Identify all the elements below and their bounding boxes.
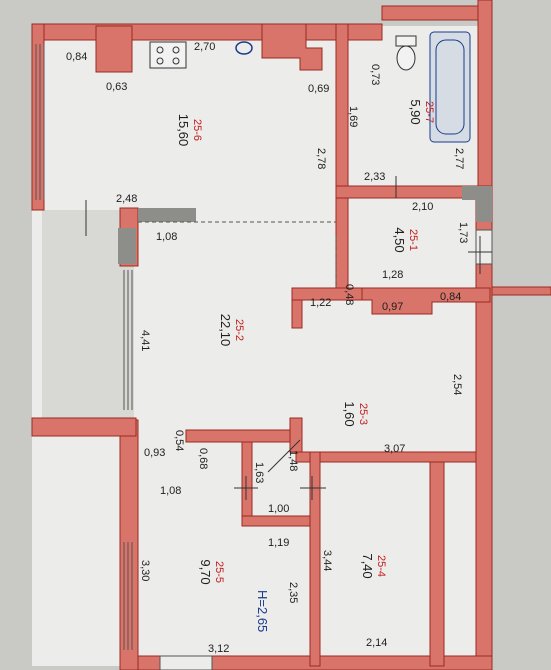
room-number: 25-2 [233, 319, 245, 341]
dimension-label: 0,48 [343, 284, 355, 305]
dimension-label: 0,63 [106, 81, 127, 93]
dimension-label: 2,35 [287, 582, 299, 603]
dimension-label: 0,97 [382, 301, 403, 313]
room-area: 5,90 [408, 99, 423, 124]
window-frames [35, 44, 493, 670]
dimension-label: 1,22 [310, 297, 331, 309]
room-area: 22,10 [218, 314, 233, 347]
room-number: 25-7 [423, 101, 435, 123]
bathtub [429, 31, 471, 143]
dimension-label: 2,70 [194, 41, 215, 53]
zone-boundaries [138, 221, 337, 288]
dimension-label: 2,77 [453, 148, 465, 169]
dimension-label: 0,54 [173, 430, 185, 451]
dimension-label: 0,69 [308, 83, 329, 95]
dimension-label: 1,08 [160, 485, 181, 497]
toilet [395, 35, 417, 71]
interior-walls [185, 23, 493, 667]
room-label-25-3: 25-3 1,60 [342, 401, 369, 426]
dimension-label: 0,68 [197, 448, 209, 469]
dimension-label: 0,73 [369, 64, 381, 85]
room-label-25-1: 25-1 4,50 [392, 227, 419, 252]
dimension-label: 1,69 [347, 106, 359, 127]
room-area: 9,70 [198, 559, 213, 584]
room-label-25-5: 25-5 9,70 [198, 559, 225, 584]
room-area: 4,50 [392, 227, 407, 252]
dimension-label: 2,33 [364, 171, 385, 183]
door-marks [85, 176, 492, 500]
room-area: 15,60 [176, 114, 191, 147]
dimension-label: 2,54 [451, 374, 463, 395]
dimension-label: 1,08 [156, 231, 177, 243]
dimension-label: 3,12 [208, 643, 229, 655]
room-label-25-6: 25-6 15,60 [176, 114, 203, 147]
dimension-label: 0,84 [66, 51, 87, 63]
room-labels: 25-6 15,60 25-7 5,90 25-1 4,50 25-2 22,1… [176, 99, 435, 584]
kitchen-stove [149, 41, 187, 69]
room-label-25-7: 25-7 5,90 [408, 99, 435, 124]
kitchen-sink [235, 41, 253, 55]
dimension-label: 1,28 [382, 269, 403, 281]
dimension-label: 2,78 [315, 148, 327, 169]
kitchen-column [95, 25, 133, 73]
dimension-label: 2,10 [412, 201, 433, 213]
room-number: 25-5 [213, 561, 225, 583]
dimension-label: 1,63 [253, 462, 265, 483]
dimension-label: 3,30 [139, 560, 151, 581]
dimension-label: 3,07 [384, 443, 405, 455]
dimension-label: 1,19 [268, 537, 289, 549]
dimension-label: 2,48 [116, 193, 137, 205]
room-label-25-4: 25-4 7,40 [360, 553, 387, 578]
dimension-label: 1,00 [268, 503, 289, 515]
dimension-label: 3,44 [321, 550, 333, 571]
dimension-label: 0,84 [440, 291, 461, 303]
room-number: 25-1 [407, 229, 419, 251]
dimension-label: 0,93 [144, 447, 165, 459]
room-area: 1,60 [342, 401, 357, 426]
room-number: 25-4 [375, 555, 387, 577]
room-number: 25-3 [357, 403, 369, 425]
dimension-label: 1,73 [457, 222, 469, 243]
windows [118, 186, 492, 264]
dimension-labels: 0,84 2,70 0,63 0,69 0,73 1,69 2,78 2,33 … [66, 41, 469, 655]
room-label-25-2: 25-2 22,10 [218, 314, 245, 347]
ceiling-height-label: H=2,65 [255, 590, 270, 632]
dimension-label: 1,48 [287, 450, 299, 471]
dimension-label: 4,41 [139, 330, 151, 351]
room-area: 7,40 [360, 553, 375, 578]
dimension-label: 2,14 [366, 637, 387, 649]
room-number: 25-6 [191, 119, 203, 141]
